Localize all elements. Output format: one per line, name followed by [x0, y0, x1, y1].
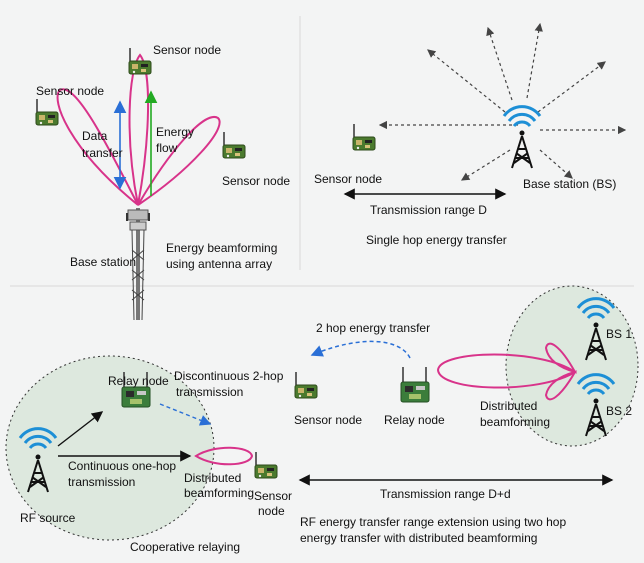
label-distributed-left-2: beamforming	[184, 486, 254, 500]
label-distributed-right-2: beamforming	[480, 415, 550, 429]
sensor-node-icon	[294, 371, 318, 399]
sensor-node-icon	[352, 123, 376, 151]
label-transmission-range-d: Transmission range D	[370, 203, 487, 217]
source-to-relay-arrow	[57, 411, 104, 447]
caption-line-1: RF energy transfer range extension using…	[300, 515, 566, 529]
label-rf-source: RF source	[20, 511, 76, 525]
label-relay-node-coop: Relay node	[108, 374, 169, 388]
distributed-lobe-up	[544, 342, 578, 374]
label-continuous-1: Continuous one-hop	[68, 459, 176, 473]
label-two-hop: 2 hop energy transfer	[316, 321, 430, 335]
label-bs1: BS 1	[606, 327, 632, 341]
sensor-node-icon	[222, 131, 246, 159]
label-distributed-left-1: Distributed	[184, 471, 241, 485]
sensor-node-icon	[254, 451, 278, 479]
panel-single-hop: Sensor node Base station (BS) Transmissi…	[314, 22, 627, 247]
label-sensor-node-mid: Sensor node	[294, 413, 362, 427]
label-energy-beamforming-2: using antenna array	[166, 257, 272, 271]
label-sensor-node-single: Sensor node	[314, 172, 382, 186]
label-base-station: Base station	[70, 255, 136, 269]
distributed-lobe-small	[194, 446, 254, 466]
label-discontinuous-2: transmission	[176, 385, 243, 399]
antenna-array-tower-icon	[126, 208, 150, 321]
label-sensor-node-coop-2: node	[258, 504, 285, 518]
label-energy-flow-1: Energy	[156, 125, 194, 139]
beam-lobe-right	[137, 115, 221, 206]
label-base-station-bs: Base station (BS)	[523, 177, 616, 191]
label-continuous-2: transmission	[68, 475, 135, 489]
sensor-node-icon	[35, 98, 59, 126]
discontinuous-arrow	[159, 403, 212, 426]
label-sensor-node-coop-1: Sensor	[254, 489, 292, 503]
distributed-lobe-down	[544, 370, 578, 401]
label-transmission-range-dd: Transmission range D+d	[380, 487, 511, 501]
panel-two-hop: 2 hop energy transfer BS 1 BS 2 Sensor n…	[294, 285, 639, 447]
label-cooperative-relaying: Cooperative relaying	[130, 540, 240, 554]
label-data-transfer-1: Data	[82, 129, 108, 143]
label-relay-node-mid: Relay node	[384, 413, 445, 427]
base-station-tower-icon	[511, 129, 533, 169]
label-bs2: BS 2	[606, 404, 632, 418]
label-energy-flow-2: flow	[156, 141, 178, 155]
two-hop-arrow	[310, 340, 411, 359]
panel-cooperative-relaying: Relay node Discontinuous 2-hop transmiss…	[5, 355, 614, 554]
label-distributed-right-1: Distributed	[480, 399, 537, 413]
panel-energy-beamforming: Sensor node Sensor node Sensor node Data…	[35, 43, 290, 321]
label-energy-beamforming-1: Energy beamforming	[166, 241, 277, 255]
label-sensor-node-right: Sensor node	[222, 174, 290, 188]
relay-node-icon	[400, 366, 430, 403]
caption-line-2: energy transfer with distributed beamfor…	[300, 531, 537, 545]
label-discontinuous-1: Discontinuous 2-hop	[174, 369, 284, 383]
label-single-hop: Single hop energy transfer	[366, 233, 507, 247]
sensor-node-icon	[128, 47, 152, 75]
label-sensor-node-top: Sensor node	[153, 43, 221, 57]
wireless-signal-icon	[502, 105, 542, 128]
cooperative-circle	[5, 355, 215, 541]
label-sensor-node-left: Sensor node	[36, 84, 104, 98]
label-data-transfer-2: transfer	[82, 146, 123, 160]
distributed-lobe-main	[436, 353, 577, 389]
beam-lobe-left	[56, 88, 139, 206]
beam-lobe-center	[128, 53, 150, 206]
